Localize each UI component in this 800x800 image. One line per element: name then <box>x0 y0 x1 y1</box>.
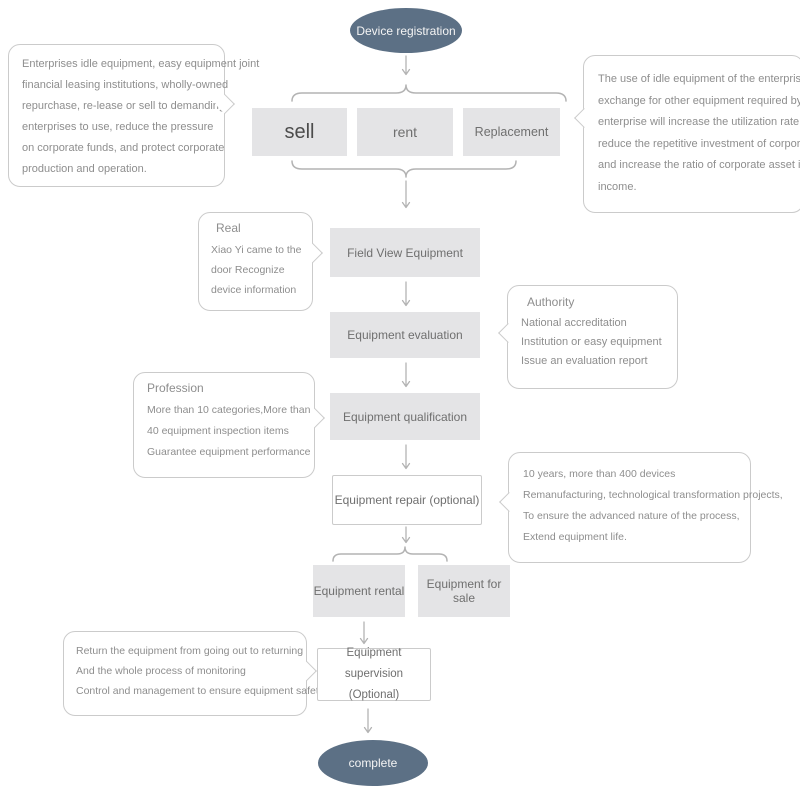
note-line: reduce the repetitive investment of corp… <box>598 137 800 150</box>
end-node-label: complete <box>348 756 398 770</box>
note-line: National accreditation <box>521 317 627 329</box>
note-line: Institution or easy equipment <box>521 336 662 348</box>
note-line: 10 years, more than 400 devices <box>523 468 676 480</box>
step-box-equipment-qualification: Equipment qualification <box>330 393 480 440</box>
note-line: And the whole process of monitoring <box>76 665 246 677</box>
option-box-replacement: Replacement <box>463 108 560 156</box>
note-line: device information <box>211 284 297 296</box>
output-box-equipment-rental: Equipment rental <box>313 565 405 617</box>
callout-real-note: Real Xiao Yi came to the door Recognize … <box>198 212 323 311</box>
step-box-equipment-evaluation: Equipment evaluation <box>330 312 480 358</box>
note-line: financial leasing institutions, wholly-o… <box>22 79 229 91</box>
note-line: Remanufacturing, technological transform… <box>523 489 783 501</box>
arrow-start-to-options <box>401 55 411 76</box>
end-node-complete: complete <box>318 740 428 786</box>
callout-supervision-note: Return the equipment from going out to r… <box>63 631 325 716</box>
note-line: To ensure the advanced nature of the pro… <box>523 510 740 522</box>
callout-pointer-left-icon <box>498 492 519 512</box>
note-line: income. <box>598 180 637 193</box>
note-line: exchange for other equipment required by… <box>598 94 800 107</box>
note-title: Real <box>216 221 241 235</box>
step-label: Field View Equipment <box>347 245 463 260</box>
callout-pointer-left-icon <box>573 108 594 128</box>
callout-repair-note: 10 years, more than 400 devices Remanufa… <box>498 452 783 563</box>
brace-above-outputs <box>332 546 448 562</box>
callout-pointer-left-icon <box>497 323 518 343</box>
note-line: Guarantee equipment performance <box>147 446 311 458</box>
note-line: Return the equipment from going out to r… <box>76 645 304 657</box>
step-label: Equipment repair (optional) <box>334 493 480 507</box>
output-label: Equipment for sale <box>426 577 502 605</box>
note-title: Profession <box>147 381 204 395</box>
note-line: Extend equipment life. <box>523 531 627 543</box>
note-line: Enterprises idle equipment, easy equipme… <box>22 58 260 70</box>
note-line: Control and management to ensure equipme… <box>76 685 325 697</box>
callout-options-right-note: The use of idle equipment of the enterpr… <box>573 55 800 213</box>
note-line: 40 equipment inspection items <box>147 425 289 437</box>
brace-above-options <box>291 84 567 102</box>
start-node-device-registration: Device registration <box>350 8 462 53</box>
step-box-equipment-repair-optional: Equipment repair (optional) <box>332 475 482 525</box>
callout-profession-note: Profession More than 10 categories,More … <box>133 372 325 478</box>
step-label-line: (Optional) <box>348 689 400 701</box>
arrow-qualification-to-repair <box>401 444 411 470</box>
output-label: Equipment rental <box>313 584 405 598</box>
note-line: More than 10 categories,More than <box>147 404 311 416</box>
start-node-label: Device registration <box>356 23 456 38</box>
note-line: Issue an evaluation report <box>521 355 648 367</box>
brace-below-options <box>291 160 517 178</box>
callout-authority-note: Authority National accreditation Institu… <box>497 285 678 389</box>
arrow-supervision-to-end <box>363 708 373 734</box>
note-line: enterprises to use, reduce the pressure <box>22 121 214 133</box>
step-label-line: Equipment supervision <box>344 647 404 680</box>
arrow-fieldview-to-evaluation <box>401 281 411 307</box>
note-title: Authority <box>527 295 575 309</box>
note-line: Xiao Yi came to the <box>211 244 302 256</box>
arrow-repair-to-outputs <box>401 526 411 544</box>
note-line: enterprise will increase the utilization… <box>598 116 800 128</box>
note-line: production and operation. <box>22 163 147 175</box>
step-label: Equipment qualification <box>342 409 468 424</box>
step-box-equipment-supervision-optional: Equipment supervision (Optional) <box>317 647 431 701</box>
note-line: on corporate funds, and protect corporat… <box>22 142 225 154</box>
option-box-sell: sell <box>252 108 347 156</box>
note-line: repurchase, re-lease or sell to demandin… <box>22 100 226 112</box>
option-label: Replacement <box>474 125 549 139</box>
note-line: The use of idle equipment of the enterpr… <box>598 73 800 85</box>
step-box-field-view-equipment: Field View Equipment <box>330 228 480 277</box>
option-label: sell <box>284 120 315 143</box>
arrow-evaluation-to-qualification <box>401 362 411 388</box>
note-line: and increase the ratio of corporate asse… <box>598 159 800 171</box>
option-label: rent <box>392 124 418 140</box>
arrow-options-to-fieldview <box>401 180 411 209</box>
callout-options-left-note: Enterprises idle equipment, easy equipme… <box>8 44 260 187</box>
note-line: door Recognize <box>211 264 285 276</box>
arrow-rental-to-supervision <box>359 621 369 645</box>
output-box-equipment-for-sale: Equipment for sale <box>418 565 510 617</box>
option-box-rent: rent <box>357 108 453 156</box>
step-label: Equipment evaluation <box>347 328 463 342</box>
